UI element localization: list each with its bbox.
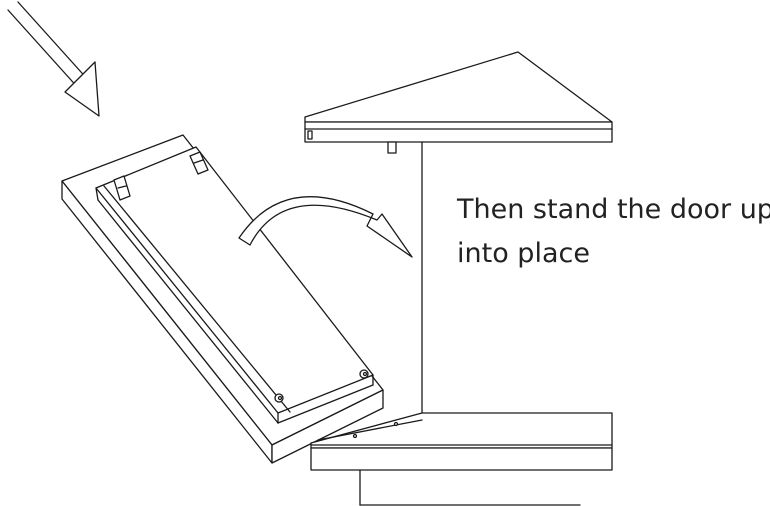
down-arrow-icon [7,1,100,117]
cabinet-bottom-shelf [310,412,613,506]
instruction-text: Then stand the door up into place [457,188,770,276]
cabinet-top-shelf [304,51,613,154]
rotate-arrow-icon [238,196,413,258]
instruction-line-2: into place [457,238,590,269]
instruction-line-1: Then stand the door up [457,194,770,225]
door-panel [61,134,384,464]
